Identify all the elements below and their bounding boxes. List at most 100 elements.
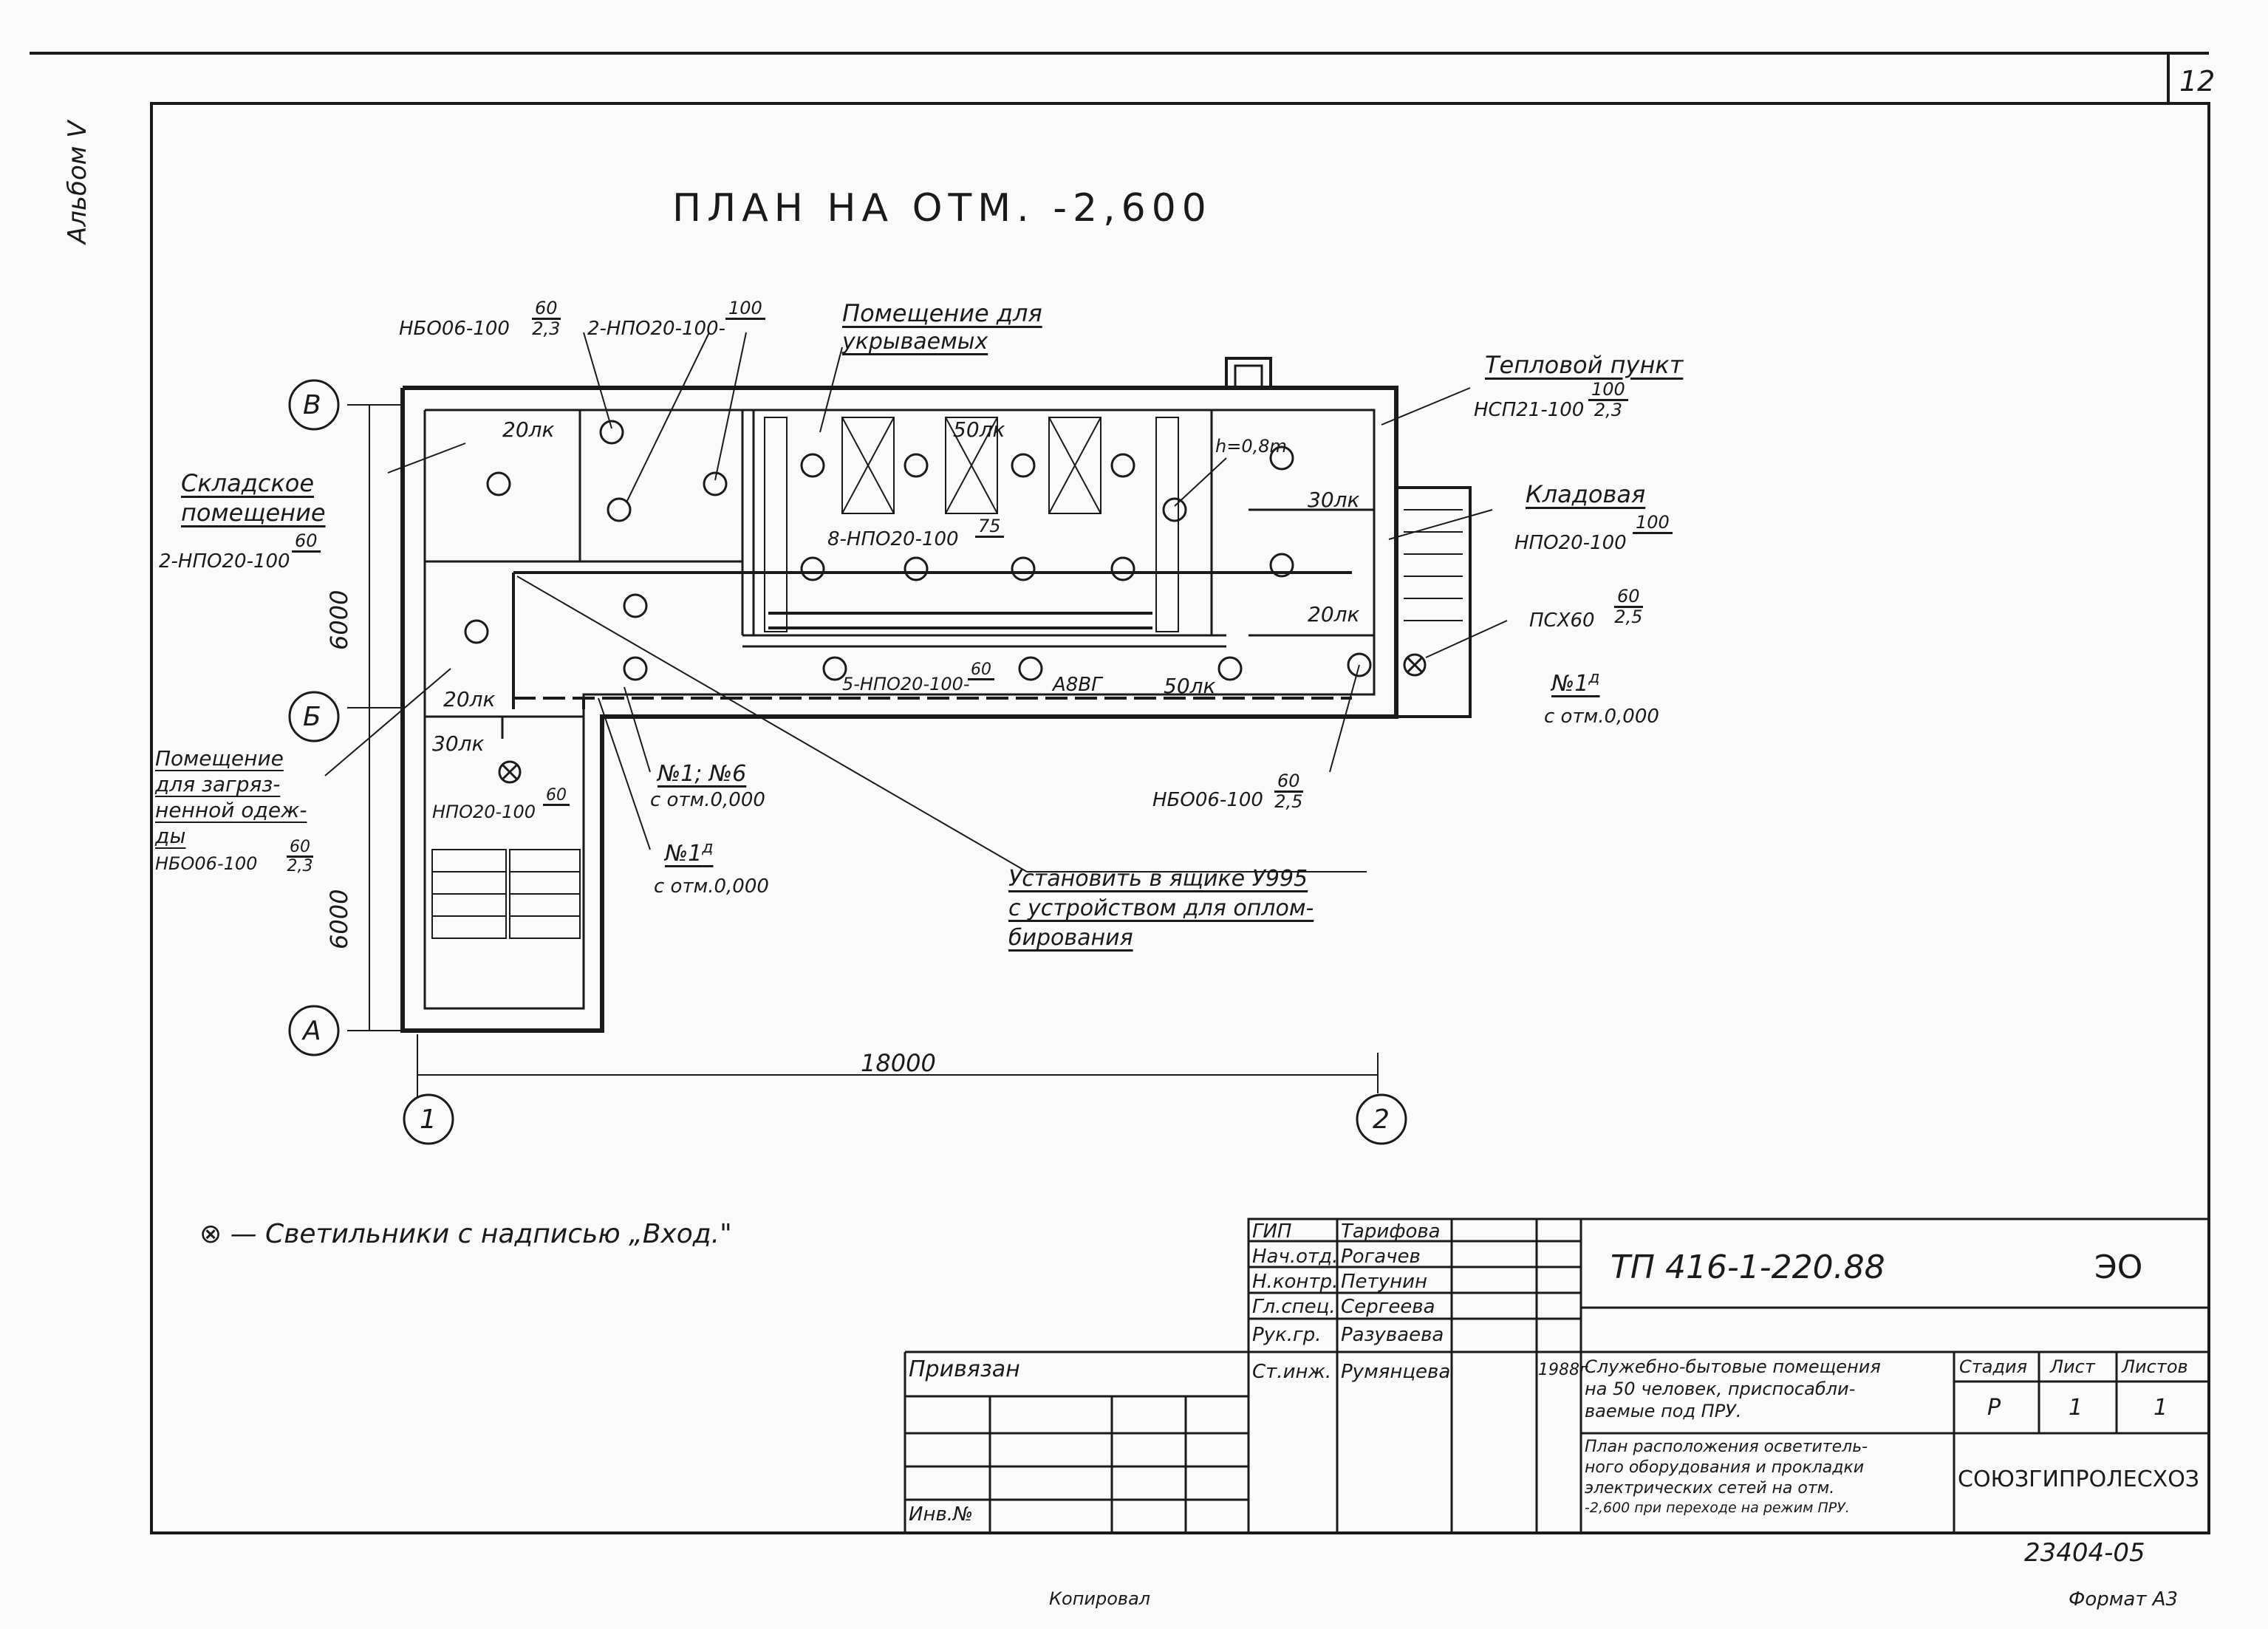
fixture-corridor: 5-НПО20-100- — [842, 674, 970, 694]
room-heat-point: Тепловой пункт — [1485, 351, 1684, 379]
tb-sheets: 1 — [2153, 1395, 2168, 1421]
shelter-grids — [764, 417, 1179, 632]
note-n1d-right-elev: с отм.0,000 — [1544, 706, 1659, 728]
lux-heat: 30лк — [1308, 488, 1360, 512]
stairs — [431, 509, 1463, 939]
axis-label-a: А — [303, 1016, 321, 1046]
tb-inventory: Инв.№ — [909, 1503, 974, 1526]
drawing-frame — [150, 102, 2210, 1534]
luminaires — [464, 420, 1372, 681]
tb-role-1: ГИП — [1252, 1220, 1292, 1243]
lux-dirty: 20лк — [443, 687, 496, 711]
tb-stage: Р — [1987, 1395, 2001, 1421]
axis-bubbles — [288, 379, 1407, 1145]
tb-drawing-4: -2,600 при переходе на режим ПРУ. — [1585, 1500, 1850, 1516]
room-dirty-line4: ды — [155, 824, 186, 848]
mount-height: h=0,8m — [1215, 436, 1287, 457]
room-dirty-line3: ненной одеж- — [155, 798, 307, 822]
fixture-corridor-frac: 60 — [968, 661, 994, 681]
album-label: Альбом V — [63, 120, 92, 244]
note-n1d-center-elev: с отм.0,000 — [654, 875, 769, 898]
fixture-shelter-frac: 75 — [975, 516, 1004, 539]
axis-lines — [347, 404, 1379, 1097]
tb-object-1: Служебно-бытовые помещения — [1585, 1356, 1881, 1377]
cable-label: А8ВГ — [1053, 674, 1102, 696]
tb-name-6: Румянцева — [1341, 1361, 1451, 1383]
room-storage-line2: помещение — [181, 499, 326, 527]
building-walls — [400, 357, 1472, 1033]
axis-label-v: В — [303, 390, 321, 420]
axis-label-2: 2 — [1373, 1104, 1390, 1135]
lux-pantry: 20лк — [1308, 602, 1360, 626]
tb-drawing-3: электрических сетей на отм. — [1585, 1479, 1835, 1497]
lux-stair: 30лк — [432, 731, 485, 756]
fixture-stair: НПО20-100 — [432, 802, 536, 822]
tb-name-5: Разуваева — [1341, 1324, 1444, 1346]
fixture-nbo06-a: НБО06-100 — [399, 318, 510, 340]
fixture-storage-frac: 60 — [292, 531, 321, 553]
tb-role-5: Рук.гр. — [1252, 1324, 1322, 1346]
fixture-dirty: НБО06-100 — [155, 853, 258, 874]
tb-format: Формат А3 — [2069, 1588, 2179, 1611]
sheet-number: 12 — [2179, 65, 2216, 98]
tb-stage-header: Стадия — [1959, 1356, 2028, 1377]
fixture-stair-frac: 60 — [543, 787, 570, 807]
tb-sheet-header: Лист — [2050, 1356, 2095, 1377]
fixture-pkh60: ПСХ60 — [1529, 609, 1595, 632]
tb-object-2: на 50 человек, приспосабли- — [1585, 1379, 1856, 1399]
fixture-pantry: НПО20-100 — [1514, 532, 1627, 554]
page-title: ПЛАН НА ОТМ. -2,600 — [672, 186, 1212, 230]
wiring — [512, 571, 1352, 872]
tb-name-3: Петунин — [1341, 1271, 1427, 1293]
room-dirty-line2: для загряз- — [155, 772, 281, 796]
tb-drawing-2: ного оборудования и прокладки — [1585, 1458, 1865, 1477]
axis-label-1: 1 — [420, 1104, 437, 1135]
room-shelter-line1: Помещение для — [842, 299, 1042, 327]
fixture-npo20-2-frac: 100 — [725, 298, 765, 321]
dimension-6000-top: 6000 — [325, 590, 353, 650]
room-dirty-line1: Помещение — [155, 746, 284, 771]
fixture-pantry-frac: 100 — [1633, 513, 1673, 535]
title-block-grid — [904, 1218, 2210, 1534]
tb-object-3: ваемые под ПРУ. — [1585, 1401, 1742, 1421]
note-n1-n6-elev: с отм.0,000 — [650, 789, 765, 811]
fixture-storage: 2-НПО20-100 — [159, 550, 290, 573]
tb-role-3: Н.контр. — [1252, 1271, 1339, 1293]
note-install-line2: с устройством для оплом- — [1008, 895, 1314, 921]
tb-role-6: Ст.инж. — [1252, 1361, 1332, 1383]
fixture-nbo06-b: НБО06-100 — [1152, 789, 1263, 811]
tb-year: 1988г — [1538, 1361, 1588, 1379]
dimension-18000: 18000 — [861, 1049, 936, 1077]
note-install-line1: Установить в ящике У995 — [1008, 866, 1308, 892]
tb-sheets-header: Листов — [2122, 1356, 2188, 1377]
axis-label-b: Б — [303, 702, 321, 732]
note-install-line3: бирования — [1008, 925, 1133, 951]
tb-code: ТП 416-1-220.88 — [1611, 1249, 1885, 1286]
fixture-shelter: 8-НПО20-100 — [827, 528, 959, 550]
note-n1-n6: №1; №6 — [657, 761, 747, 787]
room-storage-line1: Складское — [181, 469, 315, 497]
legend-exit-fixtures: ⊗ — Светильники с надписью „Вход." — [199, 1219, 732, 1249]
note-n1d-right: №1д — [1551, 669, 1600, 697]
lux-shelter: 50лк — [953, 417, 1005, 442]
tb-name-4: Сергеева — [1341, 1296, 1435, 1318]
dimension-6000-bottom: 6000 — [325, 889, 353, 949]
tb-role-2: Нач.отд. — [1252, 1246, 1339, 1268]
tb-name-2: Рогачев — [1341, 1246, 1421, 1268]
fixture-heat: НСП21-100 — [1474, 399, 1585, 421]
exit-luminaires — [498, 653, 1427, 784]
tb-drawing-1: План расположения осветитель- — [1585, 1438, 1868, 1456]
tb-name-1: Тарифова — [1341, 1220, 1441, 1243]
tb-sheet: 1 — [2069, 1395, 2083, 1421]
tb-copied: Копировал — [1049, 1588, 1151, 1609]
room-shelter-line2: укрываемых — [842, 329, 988, 355]
lux-corridor: 50лк — [1164, 674, 1216, 698]
lux-storage: 20лк — [502, 417, 555, 442]
partitions — [425, 410, 1374, 739]
